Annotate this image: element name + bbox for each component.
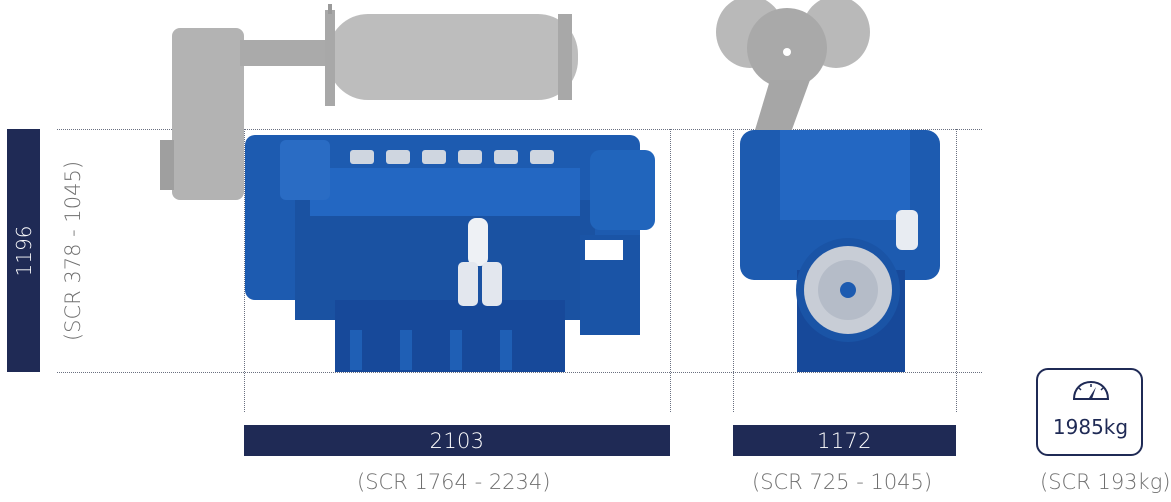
engine-front-view [716, 0, 940, 372]
scr-side-unit [160, 4, 578, 200]
height-scr-text: (SCR 378 - 1045) [61, 160, 85, 341]
top-guide-line [57, 129, 982, 130]
width-left-guide [733, 129, 734, 412]
height-scr-range: (SCR 378 - 1045) [55, 129, 91, 372]
height-dimension-bar: 1196 [7, 129, 40, 372]
width-dimension-bar: 1172 [733, 425, 956, 456]
weight-scr-range: (SCR 193kg) [1040, 470, 1171, 494]
length-scr-range: (SCR 1764 - 2234) [357, 470, 551, 494]
weight-frame [1036, 368, 1143, 456]
width-right-guide [956, 129, 957, 412]
bottom-guide-line [57, 372, 982, 373]
engine-side-view [160, 4, 655, 372]
width-value: 1172 [817, 428, 872, 453]
length-right-guide [670, 129, 671, 412]
length-left-guide [244, 129, 245, 412]
length-value: 2103 [429, 428, 485, 453]
engine-block-front [740, 130, 940, 372]
length-dimension-bar: 2103 [244, 425, 670, 456]
scr-front-unit [716, 0, 870, 190]
engine-block-side [245, 135, 655, 372]
gauge-icon [1072, 380, 1110, 400]
weight-value: 1985kg [1052, 415, 1129, 439]
height-value: 1196 [11, 225, 36, 276]
weight-indicator: 1985kg [1033, 366, 1148, 461]
width-scr-range: (SCR 725 - 1045) [752, 470, 933, 494]
